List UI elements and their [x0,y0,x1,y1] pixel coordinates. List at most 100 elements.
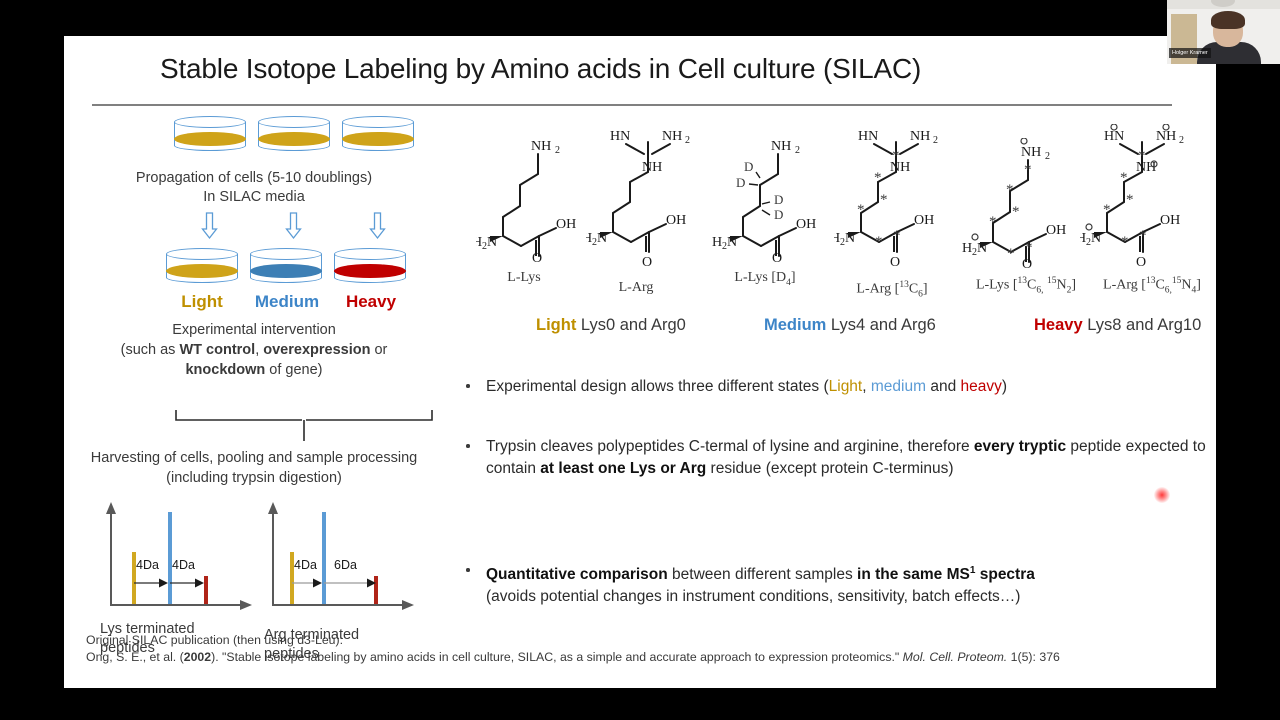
svg-text:N: N [487,235,497,250]
intervention-line1: Experimental intervention [172,322,336,338]
svg-text:N: N [1091,231,1101,246]
structure-l-arg: HN NH 2 NH H 2 N OH O [586,124,706,269]
svg-text:D: D [736,175,745,190]
structure-l-lys: NH 2 H 2 N OH O [476,132,586,262]
propagation-caption-line1: Propagation of cells (5-10 doublings) [135,170,373,186]
intervention-line2-or: or [370,342,388,358]
arg-gap-label-left: 4Da [294,558,317,572]
structure-name-l-arg: L-Arg [618,280,654,295]
arrow-down-icon-1 [201,212,218,240]
arrow-down-icon-2 [285,212,302,240]
structure-name-l-lys-d4: L-Lys [D4] [734,270,796,288]
arg-peak-medium [322,512,326,604]
bullet-marker [466,568,470,572]
arg-x-axis-arrow [402,600,414,610]
bullet-quantitative-ms: in the same MS [857,566,970,584]
bullet-states-medium: medium [870,378,927,395]
svg-text:OH: OH [1160,213,1180,228]
svg-text:H: H [712,235,722,250]
svg-text:*: * [1025,240,1033,256]
svg-text:NH: NH [1021,145,1041,160]
structure-l-arg-13c6: HN NH 2 NH ** ** ** H 2 N OH O [834,124,954,269]
group-label-medium-prefix: Medium [764,316,827,334]
svg-text:*: * [989,214,997,230]
structure-name-l-arg-13c6: L-Arg [13C6] [856,280,928,300]
lys-caption-line1: Lys terminated [100,621,195,637]
svg-text:2: 2 [482,241,487,252]
lys-gap-label-left: 4Da [136,558,159,572]
presentation-slide: Stable Isotope Labeling by Amino acids i… [64,36,1216,688]
bullet-marker [466,444,470,448]
webcam-person-body [1197,42,1261,64]
bullet-trypsin-part-0: Trypsin cleaves polypeptides C-termal of… [486,438,974,455]
group-label-heavy-rest: Lys8 and Arg10 [1082,316,1202,334]
svg-text:OH: OH [556,217,576,232]
svg-text:NH: NH [771,139,791,154]
arg-y-axis-arrow [268,502,278,514]
svg-text:*: * [874,170,882,186]
lys-peak-medium [168,512,172,604]
lys-caption-line2: peptides [100,640,155,656]
intervention-wt-control: WT control [179,342,256,358]
arrow-down-icon-3 [369,212,386,240]
svg-text:OH: OH [1046,223,1066,238]
svg-text:*: * [880,192,888,208]
intervention-line3: knockdown of gene) [64,360,444,380]
citation-journal: Mol. Cell. Proteom. [902,650,1008,664]
group-label-medium-rest: Lys4 and Arg6 [826,316,936,334]
bullet-states-part-6: ) [1001,378,1008,395]
svg-text:H: H [962,241,972,256]
svg-text:NH: NH [531,139,551,154]
bullet-quantitative-text: Quantitative comparison between differen… [486,565,1035,605]
svg-text:*: * [1103,202,1111,218]
bullet-trypsin-lys-or-arg: at least one Lys or Arg [540,460,707,477]
citation-pages: 1(5): 376 [1007,650,1060,664]
propagation-caption-line2: In SILAC media [203,189,305,205]
webcam-lamp [1211,0,1235,7]
svg-text:N: N [727,235,737,250]
intervention-knockdown: knockdown [185,362,266,378]
svg-text:H: H [1080,231,1086,246]
svg-text:*: * [1007,246,1015,262]
bullet-marker [466,384,470,388]
webcam-thumbnail[interactable]: Holger Kramer [1167,0,1280,64]
state-label-heavy: Heavy [345,292,397,311]
lys-spectrum-chart: 4Da 4Da [98,502,258,616]
webcam-person-hair [1211,11,1245,29]
arg-x-axis [272,604,402,606]
citation-year: 2002 [183,650,212,664]
svg-text:D: D [774,192,783,207]
svg-text:N: N [597,231,607,246]
structure-l-lys-d4: NH 2 D D D D H 2 N OH O [712,132,832,262]
svg-text:NH: NH [642,160,662,175]
svg-text:O: O [890,255,900,269]
svg-text:2: 2 [972,247,977,258]
svg-text:*: * [1126,192,1134,208]
svg-text:*: * [893,228,901,244]
svg-text:2: 2 [722,241,727,252]
svg-text:2: 2 [1179,135,1184,146]
arg-gap-label-right: 6Da [334,558,357,572]
bullet-states: Experimental design allows three differe… [454,376,1214,398]
svg-text:H: H [834,231,840,246]
bullet-trypsin-part-2: peptide expected to contain [486,438,1206,477]
svg-text:NH: NH [890,160,910,175]
bullet-quantitative-comparison: Quantitative comparison [486,566,668,584]
bullet-quantitative: Quantitative comparison between differen… [454,560,1214,608]
culture-dish-top-2 [258,116,330,154]
bullet-states-heavy: heavy [960,378,1002,395]
svg-text:*: * [857,202,865,218]
svg-text:2: 2 [1086,237,1091,248]
arg-peak-heavy [374,576,378,604]
structure-name-l-lys-heavy: L-Lys [13C6, 15N2] [975,276,1077,296]
intervention-line2: (such as WT control, overexpression or [64,340,444,360]
bullet-states-part-0: Experimental design allows three differe… [486,378,829,395]
svg-text:2: 2 [840,237,845,248]
state-label-medium: Medium [254,292,320,311]
lys-y-axis [110,508,112,606]
culture-dish-heavy [334,248,406,286]
svg-text:*: * [1120,170,1128,186]
arg-peak-light [290,552,294,604]
group-label-light-rest: Lys0 and Arg0 [576,316,686,334]
svg-text:NH: NH [1156,129,1176,144]
